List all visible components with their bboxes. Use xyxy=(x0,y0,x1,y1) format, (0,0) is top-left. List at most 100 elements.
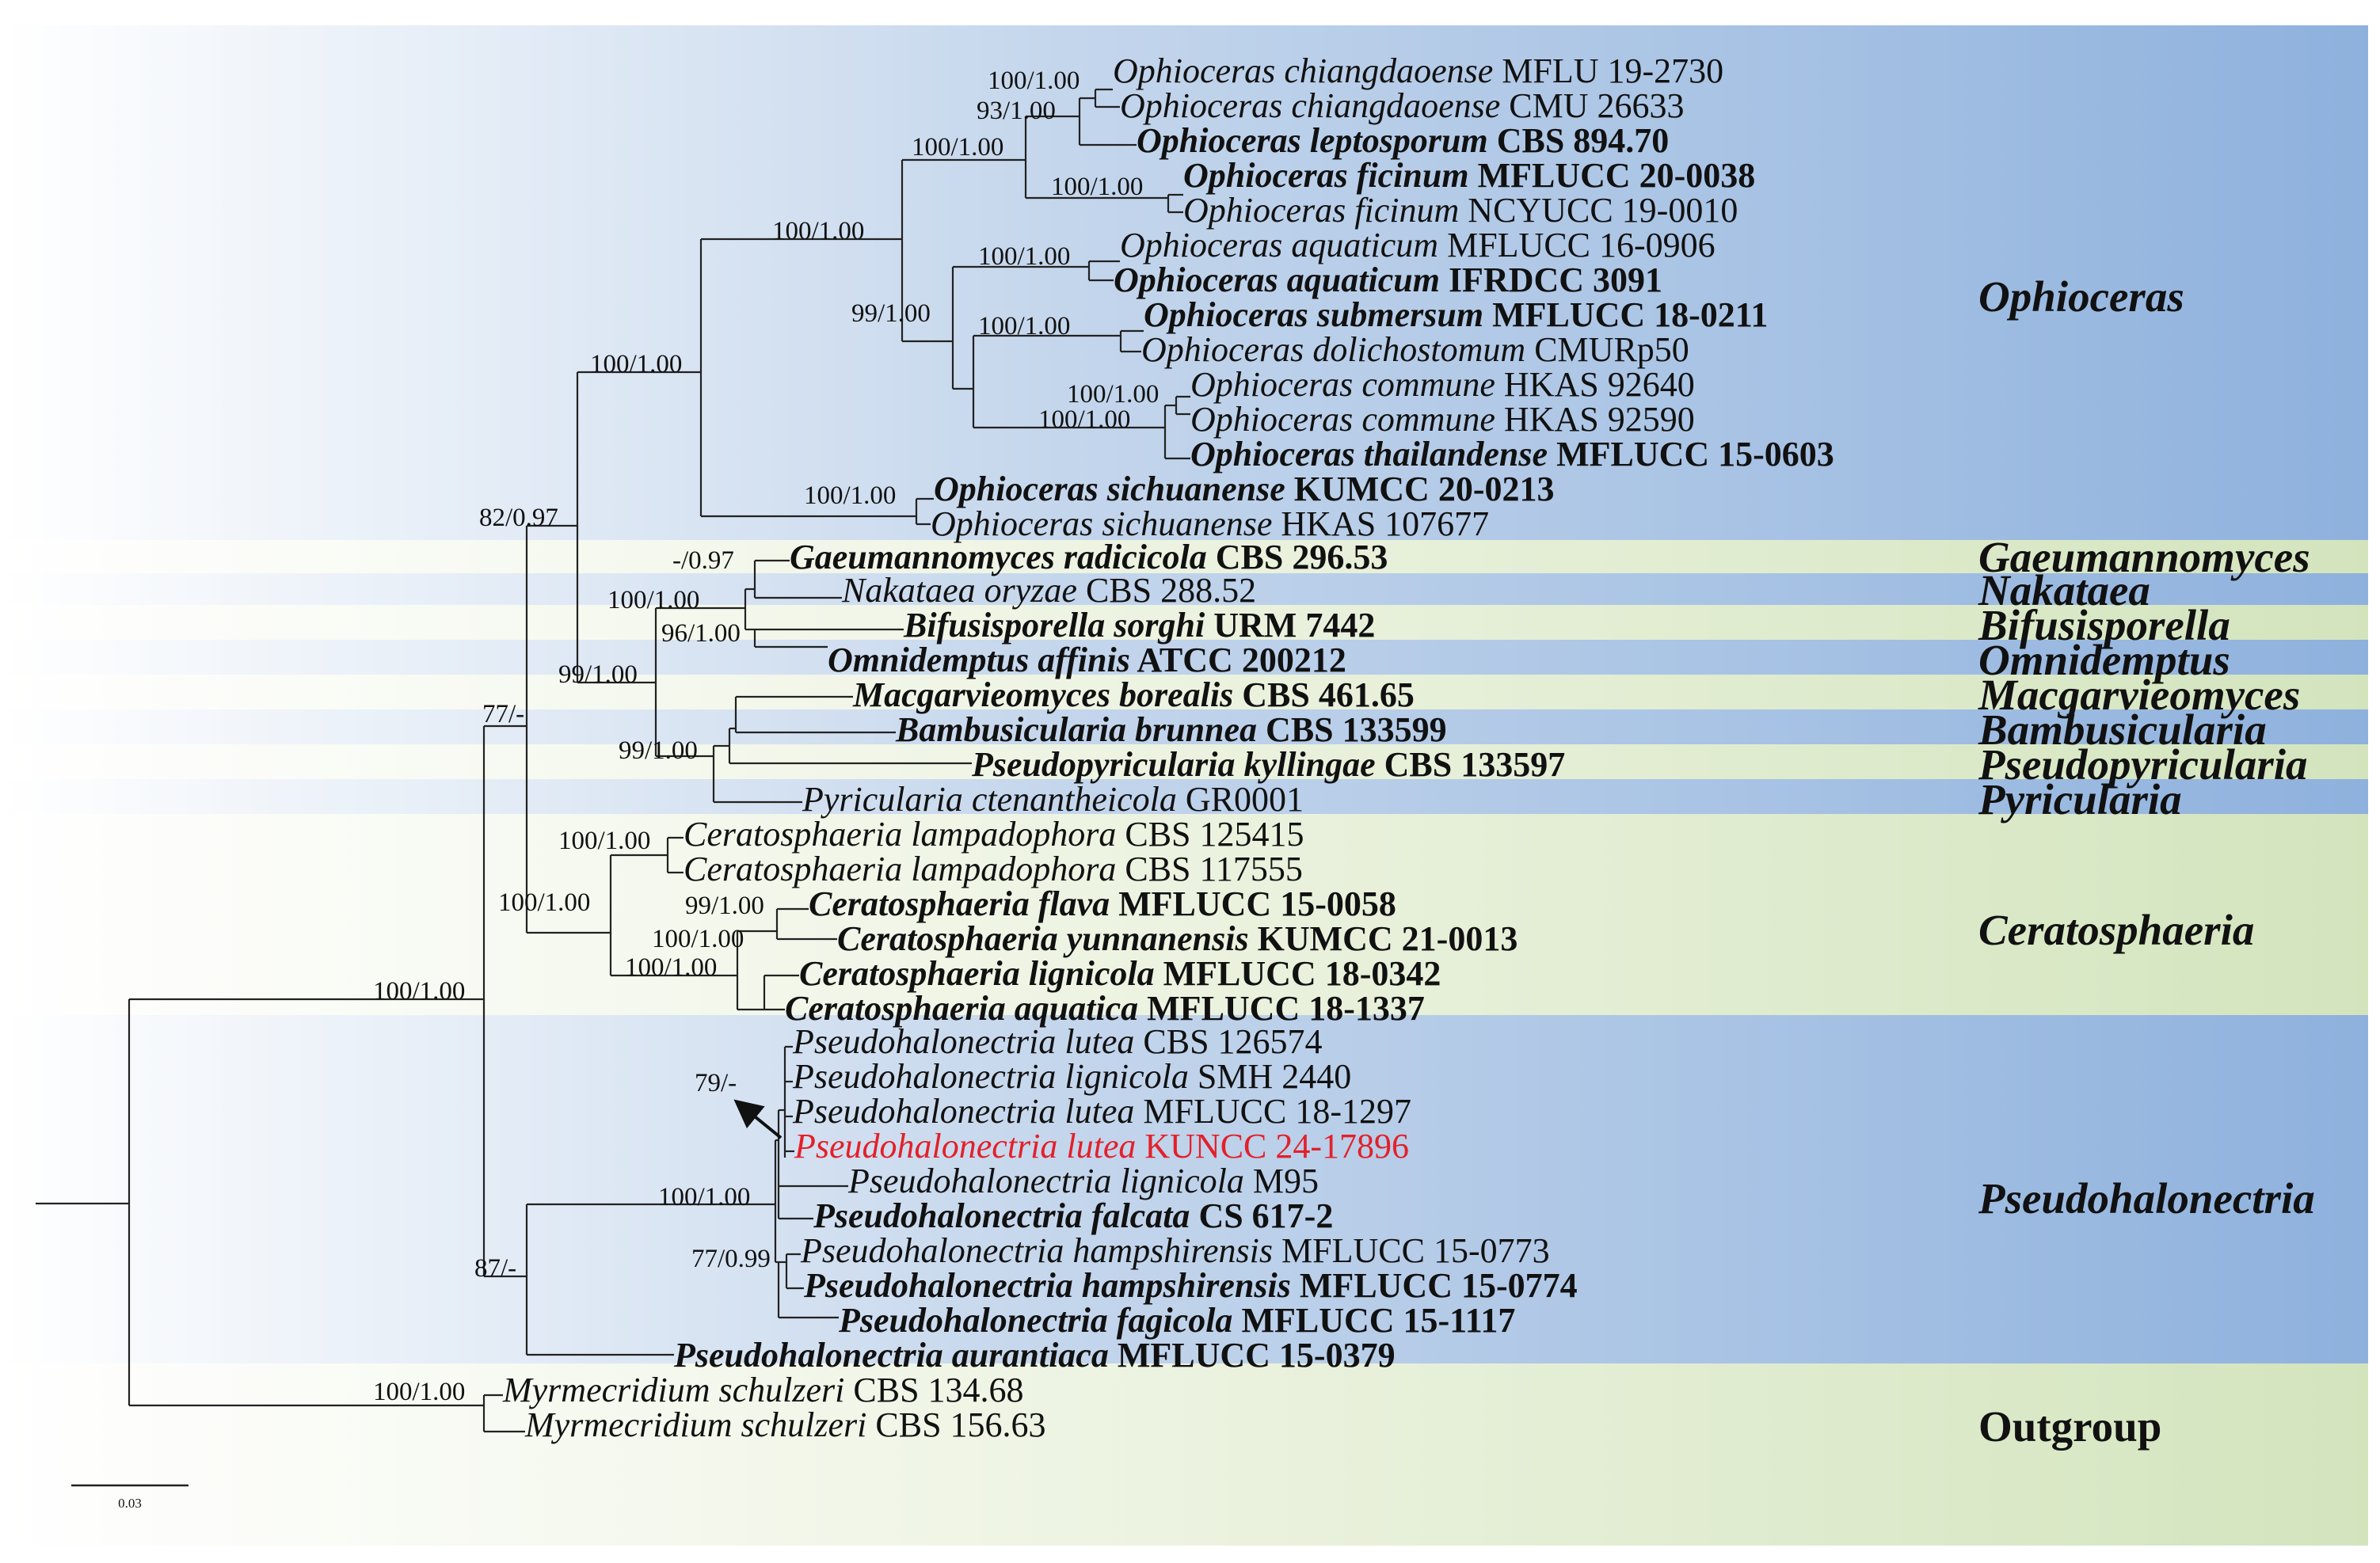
support-value: 100/1.00 xyxy=(607,586,699,614)
support-value: 82/0.97 xyxy=(479,504,558,532)
taxon-label: Bambusicularia brunnea CBS 133599 xyxy=(895,710,1447,749)
taxon-label: Pseudohalonectria aurantiaca MFLUCC 15-0… xyxy=(673,1336,1396,1375)
taxon-label: Ophioceras aquaticum IFRDCC 3091 xyxy=(1114,260,1662,299)
support-value: 100/1.00 xyxy=(1038,405,1130,434)
support-value: 100/1.00 xyxy=(1051,173,1143,201)
taxon-label: Ceratosphaeria flava MFLUCC 15-0058 xyxy=(809,884,1396,923)
taxon-label: Macgarvieomyces borealis CBS 461.65 xyxy=(852,675,1415,714)
support-value: 79/- xyxy=(695,1069,737,1097)
taxon-labels: Ophioceras chiangdaoense MFLU 19-2730 Op… xyxy=(502,51,1834,1444)
support-value: 100/1.00 xyxy=(373,1378,465,1406)
scale-bar-label: 0.03 xyxy=(118,1496,142,1511)
band-pseudohalonectria xyxy=(0,1015,2368,1363)
taxon-label: Ophioceras ficinum MFLUCC 20-0038 xyxy=(1183,156,1755,195)
taxon-label: Myrmecridium schulzeri CBS 156.63 xyxy=(524,1405,1046,1444)
taxon-label: Pseudohalonectria lutea CBS 126574 xyxy=(792,1022,1323,1061)
taxon-label: Pseudohalonectria falcata CS 617-2 xyxy=(813,1196,1333,1235)
support-values: 100/1.00 93/1.00 100/1.00 100/1.00 100/1… xyxy=(373,67,1159,1406)
support-value: 100/1.00 xyxy=(558,827,650,855)
taxon-label: Nakataea oryzae CBS 288.52 xyxy=(841,571,1256,610)
support-value: 87/- xyxy=(474,1254,516,1283)
band-bifusisporella xyxy=(0,605,2368,640)
taxon-label: Ceratosphaeria lampadophora CBS 117555 xyxy=(684,850,1303,888)
support-value: 100/1.00 xyxy=(625,953,717,982)
taxon-label: Ophioceras aquaticum MFLUCC 16-0906 xyxy=(1120,226,1716,264)
taxon-label: Myrmecridium schulzeri CBS 134.68 xyxy=(502,1371,1024,1409)
taxon-label: Ophioceras chiangdaoense MFLU 19-2730 xyxy=(1113,51,1723,90)
support-value: 100/1.00 xyxy=(978,312,1070,340)
taxon-label: Ceratosphaeria lignicola MFLUCC 18-0342 xyxy=(799,954,1441,993)
taxon-label: Omnidemptus affinis ATCC 200212 xyxy=(828,641,1346,679)
taxon-label: Ophioceras ficinum NCYUCC 19-0010 xyxy=(1183,191,1738,230)
support-value: 77/0.99 xyxy=(691,1245,771,1273)
taxon-label: Pyricularia ctenantheicola GR0001 xyxy=(802,780,1304,819)
taxon-label: Ophioceras commune HKAS 92590 xyxy=(1190,400,1695,439)
support-value: 100/1.00 xyxy=(772,217,864,245)
taxon-label: Ophioceras chiangdaoense CMU 26633 xyxy=(1120,86,1685,125)
clade-label-ceratosphaeria: Ceratosphaeria xyxy=(1978,906,2254,954)
clade-label-pyricularia: Pyricularia xyxy=(1978,775,2182,823)
taxon-label: Pseudohalonectria fagicola MFLUCC 15-111… xyxy=(838,1301,1515,1340)
support-value: 100/1.00 xyxy=(498,888,590,917)
taxon-label-novel: Pseudohalonectria lutea KUNCC 24-17896 xyxy=(794,1127,1409,1166)
taxon-label: Pseudohalonectria lignicola SMH 2440 xyxy=(792,1057,1351,1096)
support-value: 99/1.00 xyxy=(851,299,931,328)
band-omnidemptus xyxy=(0,640,2368,675)
support-value: 100/1.00 xyxy=(373,977,465,1006)
support-value: 100/1.00 xyxy=(804,481,896,510)
taxon-label: Ophioceras sichuanense HKAS 107677 xyxy=(931,504,1489,543)
support-value: 93/1.00 xyxy=(977,97,1056,125)
taxon-label: Ceratosphaeria aquatica MFLUCC 18-1337 xyxy=(785,989,1425,1028)
clade-label-ophioceras: Ophioceras xyxy=(1978,272,2184,321)
band-ophioceras xyxy=(0,25,2368,540)
taxon-label: Pseudohalonectria lignicola M95 xyxy=(847,1162,1319,1200)
clade-label-bambusicularia: Bambusicularia xyxy=(1978,705,2267,754)
taxon-label: Pseudohalonectria hampshirensis MFLUCC 1… xyxy=(800,1231,1550,1270)
band-outgroup xyxy=(0,1363,2368,1546)
band-gaeumannomyces xyxy=(0,540,2368,573)
taxon-label: Ophioceras leptosporum CBS 894.70 xyxy=(1137,121,1669,160)
clade-label-omnidemptus: Omnidemptus xyxy=(1978,636,2230,684)
clade-label-outgroup: Outgroup xyxy=(1978,1402,2161,1451)
clade-label-nakataea: Nakataea xyxy=(1978,566,2150,614)
support-value: 100/1.00 xyxy=(912,133,1003,162)
taxon-label: Ophioceras thailandense MFLUCC 15-0603 xyxy=(1190,435,1834,473)
band-macgarvieomyces xyxy=(0,675,2368,709)
taxon-label: Gaeumannomyces radicicola CBS 296.53 xyxy=(790,538,1388,576)
support-value: 100/1.00 xyxy=(590,350,682,378)
taxon-label: Pseudohalonectria hampshirensis MFLUCC 1… xyxy=(803,1266,1578,1305)
support-value: 99/1.00 xyxy=(619,736,698,765)
taxon-label: Ophioceras sichuanense KUMCC 20-0213 xyxy=(934,470,1554,508)
clade-labels: Ophioceras Gaeumannomyces Nakataea Bifus… xyxy=(1978,272,2315,1451)
taxon-label: Ceratosphaeria yunnanensis KUMCC 21-0013 xyxy=(837,919,1517,958)
band-pseudopyricularia xyxy=(0,744,2368,779)
band-pyricularia xyxy=(0,779,2368,814)
clade-label-macgarvieomyces: Macgarvieomyces xyxy=(1978,671,2300,719)
scale-bar: 0.03 xyxy=(71,1484,188,1511)
band-nakataea xyxy=(0,573,2368,605)
taxon-label: Bifusisporella sorghi URM 7442 xyxy=(903,606,1375,645)
clade-label-pseudopyricularia: Pseudopyricularia xyxy=(1978,740,2308,789)
taxon-label: Ophioceras submersum MFLUCC 18-0211 xyxy=(1144,295,1768,334)
support-value: 100/1.00 xyxy=(658,1183,750,1211)
support-value: -/0.97 xyxy=(672,546,734,575)
support-value: 99/1.00 xyxy=(558,660,638,689)
taxon-label: Pseudopyricularia kyllingae CBS 133597 xyxy=(971,745,1565,784)
support-value: 100/1.00 xyxy=(988,67,1080,95)
support-value: 100/1.00 xyxy=(978,242,1070,271)
taxon-label: Ophioceras commune HKAS 92640 xyxy=(1190,365,1695,404)
taxon-label: Ceratosphaeria lampadophora CBS 125415 xyxy=(684,815,1304,854)
support-value: 77/- xyxy=(482,700,524,728)
clade-bands xyxy=(0,25,2368,1546)
clade-label-pseudohalonectria: Pseudohalonectria xyxy=(1978,1174,2315,1223)
support-value: 100/1.00 xyxy=(652,925,744,953)
tree-branches xyxy=(36,88,1190,1433)
support-value: 100/1.00 xyxy=(1067,380,1159,409)
clade-label-bifusisporella: Bifusisporella xyxy=(1978,601,2230,649)
clade-label-gaeumannomyces: Gaeumannomyces xyxy=(1978,533,2310,581)
highlight-arrow xyxy=(733,1099,783,1139)
taxon-label: Pseudohalonectria lutea MFLUCC 18-1297 xyxy=(792,1092,1411,1131)
taxon-label: Ophioceras dolichostomum CMURp50 xyxy=(1141,330,1689,369)
band-bambusicularia xyxy=(0,709,2368,744)
